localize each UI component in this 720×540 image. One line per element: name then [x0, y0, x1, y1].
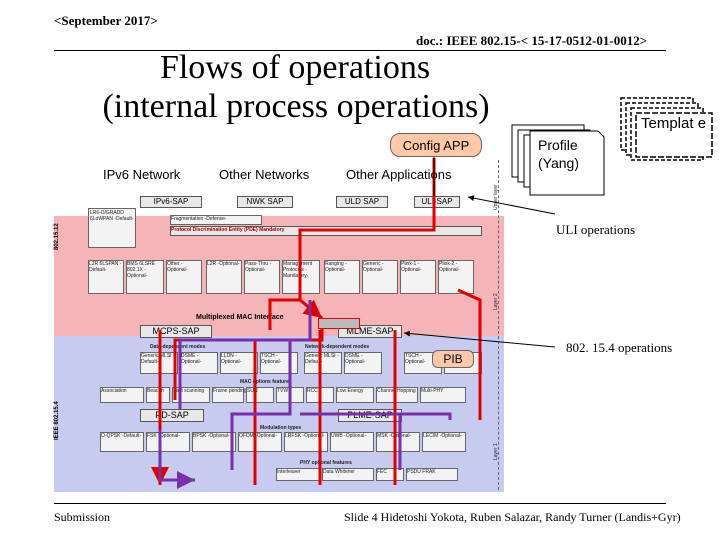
phy-cell: OFDM -Optional-	[238, 432, 282, 452]
mid-row-cell: Other -Optional-	[166, 260, 202, 294]
purple-flow	[158, 300, 452, 489]
net-modes-label: Network-dependent modes	[305, 344, 370, 350]
mac-opt-cell: Frame pending	[212, 387, 247, 403]
mac-cell: LLDN -Optional-	[220, 352, 258, 374]
mac-opt-cell: Beacon	[146, 387, 170, 403]
profile-stack	[511, 124, 605, 196]
mid-row-cell: Generic -Optional-	[362, 260, 398, 294]
phy-cell: O-QPSK -Default-	[100, 432, 144, 452]
mid-row-cell: Plink-2 -Optional-	[438, 260, 474, 294]
mid-row-cell: Plink-1 -Optional-	[400, 260, 436, 294]
mux-label: Multiplexed MAC Interface	[196, 314, 284, 321]
title-line1: Flows of operations	[159, 49, 431, 86]
network-ipv6: IPv6 Network	[103, 167, 181, 182]
op-802154-label: 802. 15.4 operations	[566, 340, 673, 355]
profile-label: Profile (Yang)	[538, 137, 579, 171]
network-other-apps: Other Applications	[346, 167, 452, 182]
sec-modes-label: Data-dependent modes	[150, 344, 206, 350]
phy-cell: LRFSK -Optional-	[284, 432, 328, 452]
header-doc: doc.: IEEE 802.15-< 15-17-0512-01-0012>	[416, 33, 648, 48]
mcps-sap: MCPS-SAP	[140, 325, 212, 338]
sap-uld: ULD SAP	[336, 196, 388, 208]
phy-cell: LECIM -Optional-	[422, 432, 466, 452]
pib-label: PIB	[443, 352, 463, 366]
mid-row-cell: L2R -Optional-	[206, 260, 242, 294]
phy-opt-cell: PSDU FRAK	[406, 468, 458, 481]
red-flow	[151, 158, 482, 485]
mid-row-cell: L2R 6LSPAN -Default-	[88, 260, 124, 294]
sap-nwk: NWK SAP	[237, 196, 293, 208]
template-stack	[620, 97, 713, 161]
header-rule	[54, 50, 666, 51]
phy-cell: FSK -Optional-	[146, 432, 190, 452]
network-other: Other Networks	[219, 167, 310, 182]
mid-row-cell: BMS 6LSRE 802.1X -Optional-	[126, 260, 164, 294]
phy-opts-label: PHY optional features	[300, 460, 352, 466]
fragmentation-box: Fragmentation -Defense-	[170, 215, 262, 225]
header-date: <September 2017>	[54, 13, 158, 28]
uli-operations-label: ULI operations	[556, 222, 636, 237]
footer-rule	[54, 503, 666, 504]
side-divider	[498, 160, 500, 490]
footer-left: Submission	[54, 510, 111, 524]
mac-cell: Generic MLSI -Default-	[304, 352, 342, 374]
config-app-box: Config APP	[390, 133, 482, 157]
mid-row-cell: Ranging -Optional-	[324, 260, 360, 294]
sap-ipv6: IPv6-SAP	[140, 196, 202, 208]
mlme-marker	[318, 318, 360, 329]
mac-opts-row: Association Beacon Fast scanning Frame p…	[100, 387, 470, 405]
footer-right: Slide 4 Hidetoshi Yokota, Ruben Salazar,…	[344, 510, 681, 524]
mac-opt-cell: Multi-PHY	[420, 387, 466, 403]
sap-uli: ULI-SAP	[414, 196, 460, 208]
mac-opt-cell: SUN	[246, 387, 274, 403]
phy-cell: UWB -Optional-	[330, 432, 374, 452]
template-label: Templat e	[641, 115, 707, 132]
mid-row-cell: Pass-Thru -Optional-	[244, 260, 280, 294]
mac-opt-cell: Association	[100, 387, 144, 403]
mac-cell: DSME -Optional-	[344, 352, 382, 374]
mac-opts-label: MAC options features	[240, 379, 292, 385]
lowpan-box: LR6-D/GRADD 6LoWPAN -Default-	[88, 208, 136, 248]
phy-opts-row: Interleaver Data Whitener FEC PSDU FRAK	[276, 468, 466, 482]
pib-box: PIB	[432, 350, 474, 368]
pointer-lines	[403, 154, 556, 348]
phy-opt-cell: Data Whitener	[322, 468, 374, 481]
phy-cell: BPSK -Optional-	[192, 432, 236, 452]
mac-opt-cell: Low Energy	[336, 387, 374, 403]
config-app-label: Config APP	[402, 138, 470, 153]
title-line2: (internal process operations)	[102, 88, 490, 125]
phy-label: Modulation types	[260, 425, 302, 431]
pd-sap: PD-SAP	[140, 409, 204, 422]
phy-opt-cell: FEC	[376, 468, 404, 481]
